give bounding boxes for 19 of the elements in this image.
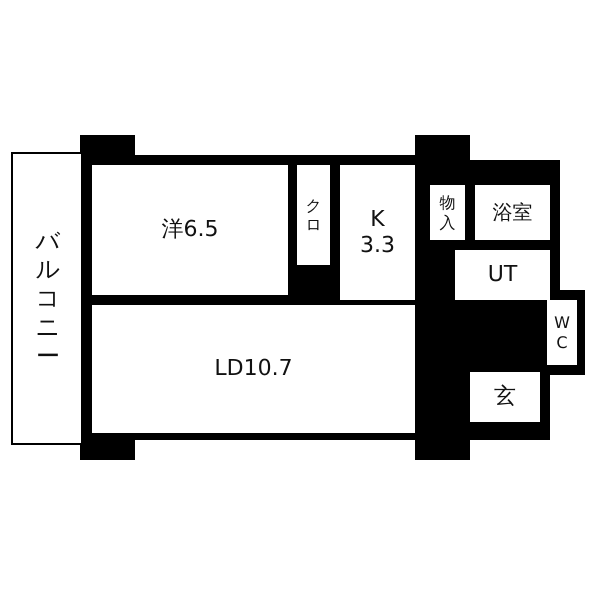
- room-label: 浴室: [492, 201, 532, 224]
- room-area: [455, 250, 550, 300]
- room-label: 玄: [494, 384, 516, 410]
- room-area: [340, 165, 415, 300]
- room-area: [430, 185, 465, 240]
- room-label: K 3.3: [359, 207, 396, 258]
- room-label: 洋6.5: [162, 217, 218, 243]
- room-label: 物入: [439, 193, 456, 232]
- room-label: WC: [554, 313, 570, 352]
- room-area: [547, 300, 577, 365]
- room-label: LD10.7: [214, 356, 293, 382]
- room-area: [475, 185, 550, 240]
- room-area: [470, 372, 540, 422]
- room-area: [297, 165, 330, 265]
- room-label: クロ: [305, 196, 322, 234]
- room-area: [92, 165, 288, 295]
- room-label: UT: [488, 262, 518, 288]
- room-area: [92, 305, 415, 433]
- room-label: バルコニー: [35, 226, 61, 370]
